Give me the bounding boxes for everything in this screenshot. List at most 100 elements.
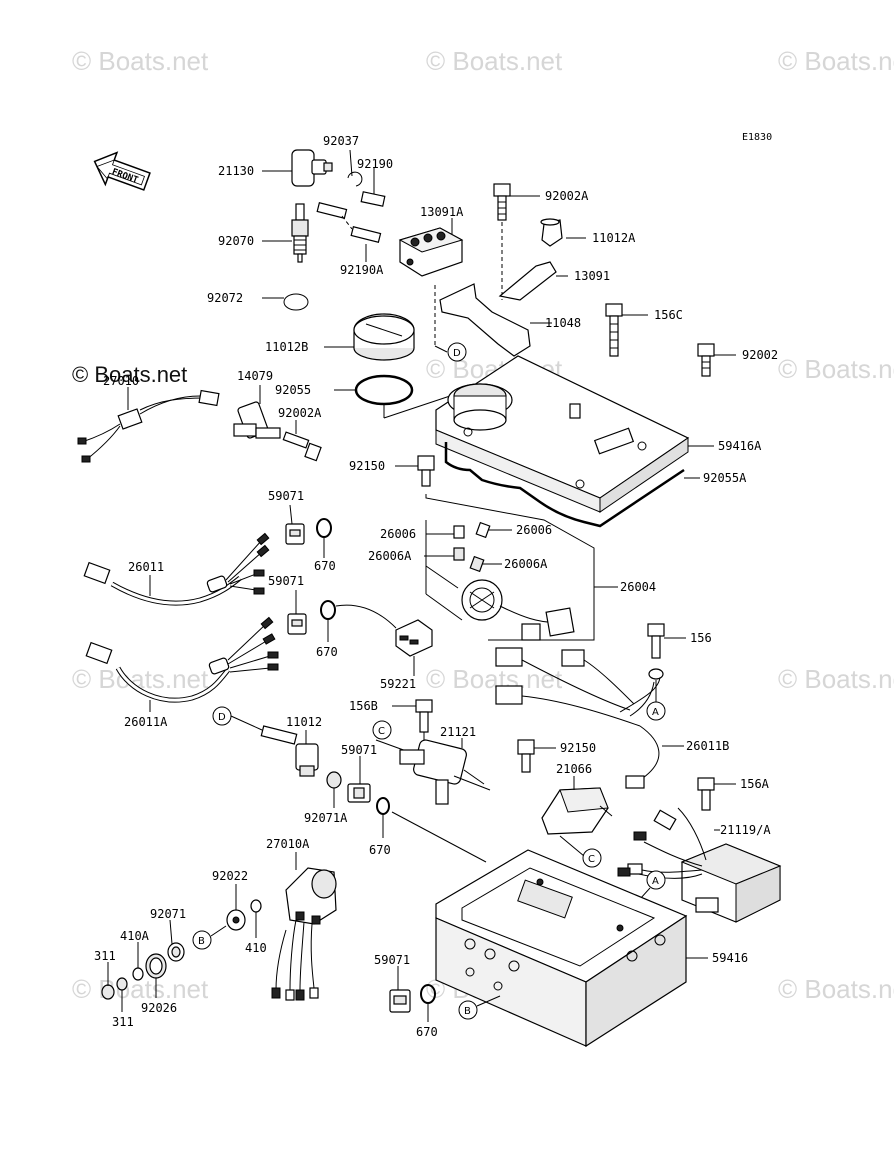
ref-c-label: C xyxy=(588,854,595,865)
cap-part xyxy=(540,218,563,247)
watermark: © Boats.net xyxy=(778,664,894,694)
label-26006-left: 26006 xyxy=(380,527,416,541)
label-92071: 92071 xyxy=(150,907,186,921)
label-311-bottom: 311 xyxy=(112,1015,134,1029)
ref-a-label: A xyxy=(652,876,659,887)
label-156B: 156B xyxy=(349,699,378,713)
label-156C: 156C xyxy=(654,308,683,322)
label-59071-c: 59071 xyxy=(341,743,377,757)
label-92071A: 92071A xyxy=(304,811,348,825)
label-156A: 156A xyxy=(740,777,770,791)
grommet-part xyxy=(287,613,307,635)
ref-d-top xyxy=(447,342,467,362)
terminal-block-part xyxy=(398,227,464,277)
ref-d-label: D xyxy=(453,348,461,359)
label-670-c: 670 xyxy=(369,843,391,857)
ref-a-mid xyxy=(646,701,666,721)
label-59416A: 59416A xyxy=(718,439,762,453)
ref-c-left xyxy=(372,720,392,740)
label-156: 156 xyxy=(690,631,712,645)
ref-a-label: A xyxy=(652,707,659,718)
regulator-part xyxy=(541,787,613,835)
label-11048: 11048 xyxy=(545,316,581,330)
switch-harness-part xyxy=(77,389,220,463)
label-21119A: 21119/A xyxy=(720,823,771,837)
label-14079: 14079 xyxy=(237,369,273,383)
bolt-part xyxy=(647,623,665,659)
label-92002A-left: 92002A xyxy=(278,406,322,420)
watermark-dark: © Boats.net xyxy=(72,362,187,387)
label-26006A-left: 26006A xyxy=(368,549,412,563)
label-670-a: 670 xyxy=(314,559,336,573)
label-59071-a: 59071 xyxy=(268,489,304,503)
label-92037: 92037 xyxy=(323,134,359,148)
label-11012B: 11012B xyxy=(265,340,308,354)
label-311-top: 311 xyxy=(94,949,116,963)
watermark: © Boats.net xyxy=(72,46,209,76)
filler-cap-part xyxy=(353,313,415,361)
bolt-part xyxy=(415,699,433,733)
label-410: 410 xyxy=(245,941,267,955)
ref-c-right xyxy=(582,848,602,868)
label-26006A-right: 26006A xyxy=(504,557,548,571)
label-92190A: 92190A xyxy=(340,263,384,277)
housing-cover-part xyxy=(435,355,690,513)
grommet-part xyxy=(347,783,371,803)
harness-part xyxy=(85,616,279,703)
label-410A: 410A xyxy=(120,929,150,943)
bolt-part xyxy=(493,183,511,221)
label-92026: 92026 xyxy=(141,1001,177,1015)
label-92072: 92072 xyxy=(207,291,243,305)
label-670-d: 670 xyxy=(416,1025,438,1039)
ref-b-label: B xyxy=(464,1006,471,1017)
connector-part xyxy=(395,619,433,657)
label-59071-d: 59071 xyxy=(374,953,410,967)
bolt-part xyxy=(605,303,623,357)
label-26011A: 26011A xyxy=(124,715,168,729)
label-92190: 92190 xyxy=(357,157,393,171)
watermark: © Boats.net xyxy=(426,46,563,76)
relief-valve-part xyxy=(233,401,281,439)
label-27010A: 27010A xyxy=(266,837,310,851)
electric-case-part xyxy=(435,849,688,1048)
harness-26011B-part xyxy=(495,647,661,789)
bolt-part xyxy=(697,777,715,811)
bolt-part xyxy=(517,739,535,773)
bolt-part xyxy=(282,431,322,462)
label-21121: 21121 xyxy=(440,725,476,739)
label-670-b: 670 xyxy=(316,645,338,659)
watermark: © Boats.net xyxy=(778,46,894,76)
label-92055: 92055 xyxy=(275,383,311,397)
label-92002: 92002 xyxy=(742,348,778,362)
label-11012A: 11012A xyxy=(592,231,636,245)
cdi-unit-part xyxy=(617,807,782,923)
spark-plug-part xyxy=(291,203,309,263)
label-92055A: 92055A xyxy=(703,471,747,485)
fuse-box-part xyxy=(461,579,575,641)
label-92070: 92070 xyxy=(218,234,254,248)
ref-b-label: B xyxy=(198,936,205,947)
harness-part xyxy=(83,532,270,606)
label-13091A: 13091A xyxy=(420,205,464,219)
label-59221: 59221 xyxy=(380,677,416,691)
bolt-part xyxy=(417,455,435,487)
ref-a-bottom xyxy=(646,870,666,890)
ignition-coil-part xyxy=(375,739,491,805)
label-26011: 26011 xyxy=(128,560,164,574)
label-59416: 59416 xyxy=(712,951,748,965)
cap-part xyxy=(295,743,319,777)
grommet-part xyxy=(389,989,411,1013)
label-21066: 21066 xyxy=(556,762,592,776)
label-92150: 92150 xyxy=(349,459,385,473)
ref-b-bottom xyxy=(458,1000,478,1020)
label-92150-b: 92150 xyxy=(560,741,596,755)
watermark: © Boats.net xyxy=(426,664,563,694)
front-arrow-icon: FRONT xyxy=(93,151,151,191)
diagram-code: E1830 xyxy=(742,132,772,143)
ref-b-left xyxy=(192,930,212,950)
label-11012: 11012 xyxy=(286,715,322,729)
plug-cap-part xyxy=(291,149,333,187)
watermark: © Boats.net xyxy=(778,974,894,1004)
bolt-part xyxy=(697,343,715,377)
